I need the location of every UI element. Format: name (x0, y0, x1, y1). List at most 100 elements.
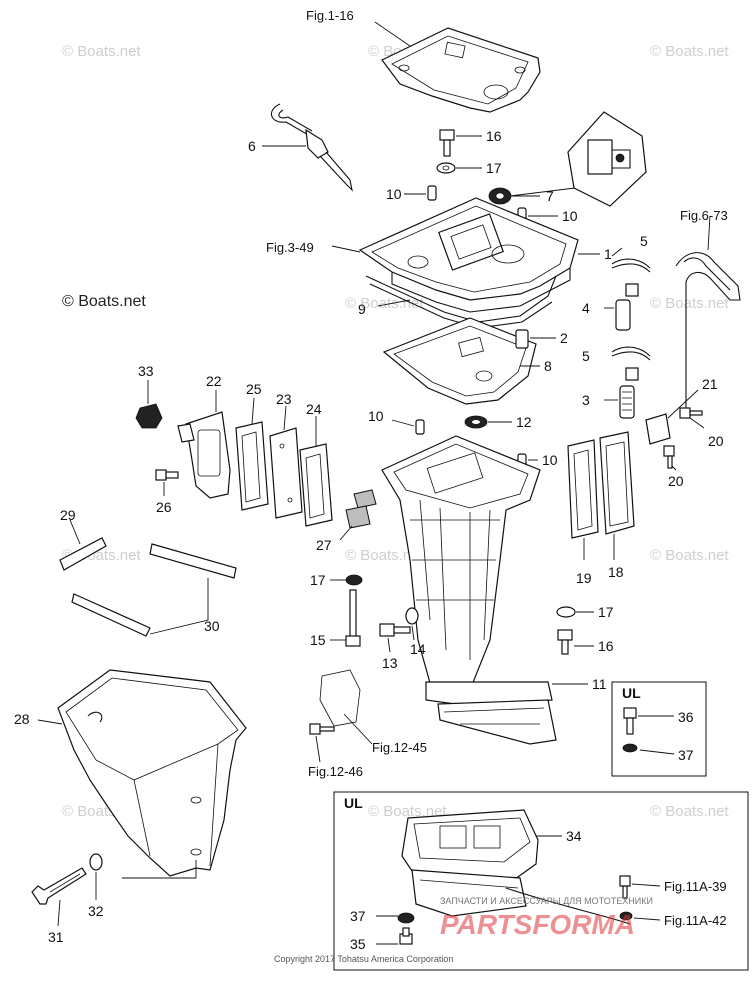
seal-strips-29-30 (59, 519, 237, 637)
upper-mount-housing (358, 197, 600, 313)
fig-3-49-leader (331, 245, 361, 253)
callout-2[interactable]: 2 (560, 330, 568, 346)
apron-28 (37, 669, 247, 877)
callout-4[interactable]: 4 (582, 300, 590, 316)
rubber-27 (339, 489, 377, 541)
dowel-10-mid-left (391, 419, 425, 435)
watermark: © Boats.net (345, 295, 424, 312)
ul-box-large-title: UL (344, 795, 363, 811)
ul-box-small (611, 681, 707, 777)
callout-20-upper[interactable]: 20 (708, 433, 724, 449)
callout-27[interactable]: 27 (316, 537, 332, 553)
seal-detail-inset (509, 111, 647, 207)
callout-11[interactable]: 11 (592, 676, 607, 692)
driveshaft-housing (381, 435, 588, 745)
main-watermark: © Boats.net (62, 293, 146, 310)
gasket-25 (235, 397, 269, 511)
grommet-21 (645, 389, 705, 471)
callout-25[interactable]: 25 (246, 381, 262, 397)
copyright-notice: Copyright 2017 Tohatsu America Corporati… (274, 954, 453, 964)
callout-5-top[interactable]: 5 (640, 233, 648, 249)
callout-1[interactable]: 1 (604, 246, 612, 262)
washer-12 (464, 415, 512, 429)
callout-8[interactable]: 8 (544, 358, 552, 374)
bracket-22 (177, 390, 231, 499)
callout-26[interactable]: 26 (156, 499, 172, 515)
callout-10-mid-right[interactable]: 10 (542, 452, 558, 468)
callout-33[interactable]: 33 (138, 363, 154, 379)
bolt-16-top (436, 129, 482, 174)
callout-20-lower[interactable]: 20 (668, 473, 684, 489)
callout-13[interactable]: 13 (382, 655, 398, 671)
callout-24[interactable]: 24 (306, 401, 322, 417)
callout-16-right[interactable]: 16 (598, 638, 614, 654)
callout-9[interactable]: 9 (358, 301, 366, 317)
ul-box-small-title: UL (622, 685, 641, 701)
fitting-26 (155, 469, 179, 496)
gasket-8 (382, 317, 540, 405)
bolt-13-group (379, 607, 419, 653)
callout-12[interactable]: 12 (516, 414, 532, 430)
partsforma-tagline: ЗАПЧАСТИ И АКСЕССУАРЫ ДЛЯ МОТОТЕХНИКИ (440, 896, 653, 906)
callout-10-left[interactable]: 10 (386, 186, 402, 202)
callout-21[interactable]: 21 (702, 376, 718, 392)
dowel-10-left (404, 185, 437, 201)
bolt-15-group (330, 574, 363, 647)
callout-29[interactable]: 29 (60, 507, 76, 523)
watermark: © Boats.net (650, 803, 729, 820)
callout-16-top[interactable]: 16 (486, 128, 502, 144)
dipstick (262, 103, 353, 192)
oil-seal-7 (488, 187, 540, 205)
callout-36[interactable]: 36 (678, 709, 694, 725)
fig-ref-1-16[interactable]: Fig.1-16 (306, 8, 354, 23)
plate-23 (269, 405, 303, 519)
watermark: © Boats.net (650, 295, 729, 312)
fig-12-45-part (309, 669, 373, 763)
callout-19[interactable]: 19 (576, 570, 592, 586)
fig-ref-12-45[interactable]: Fig.12-45 (372, 740, 427, 755)
callout-37-large-box[interactable]: 37 (350, 908, 366, 924)
fig-ref-12-46[interactable]: Fig.12-46 (308, 764, 363, 779)
callout-35[interactable]: 35 (350, 936, 366, 952)
callout-30[interactable]: 30 (204, 618, 220, 634)
fig-ref-3-49[interactable]: Fig.3-49 (266, 240, 314, 255)
callout-17-top[interactable]: 17 (486, 160, 502, 176)
callout-28[interactable]: 28 (14, 711, 30, 727)
callout-34[interactable]: 34 (566, 828, 582, 844)
watermark: © Boats.net (650, 547, 729, 564)
svg-text:PARTSFORMA: PARTSFORMA (440, 909, 635, 940)
callout-3[interactable]: 3 (582, 392, 590, 408)
callout-31[interactable]: 31 (48, 929, 64, 945)
top-gasket (374, 21, 541, 113)
bolt-31-washer-32 (31, 853, 197, 927)
collar-2 (515, 329, 556, 349)
cover-24 (299, 416, 333, 527)
gasket-19 (567, 439, 599, 560)
callout-7[interactable]: 7 (546, 188, 554, 204)
callout-5-bottom[interactable]: 5 (582, 348, 590, 364)
watermark: © Boats.net (345, 547, 424, 564)
callout-22[interactable]: 22 (206, 373, 222, 389)
callout-37-small-box[interactable]: 37 (678, 747, 694, 763)
callout-6[interactable]: 6 (248, 138, 256, 154)
fig-ref-6-73[interactable]: Fig.6-73 (680, 208, 728, 223)
watermark: © Boats.net (62, 43, 141, 60)
callout-14[interactable]: 14 (410, 641, 426, 657)
callout-10-mid-left[interactable]: 10 (368, 408, 384, 424)
callout-10-right[interactable]: 10 (562, 208, 578, 224)
fig-ref-11a-39[interactable]: Fig.11A-39 (664, 879, 727, 894)
watermark-group: © Boats.net © Boats.net © Boats.net © Bo… (62, 43, 729, 820)
partsforma-logo: ЗАПЧАСТИ И АКСЕССУАРЫ ДЛЯ МОТОТЕХНИКИ PA… (440, 896, 653, 940)
ul-box-large (333, 791, 749, 971)
fig-ref-11a-42[interactable]: Fig.11A-42 (664, 913, 727, 928)
callout-17-left[interactable]: 17 (310, 572, 326, 588)
callout-15[interactable]: 15 (310, 632, 326, 648)
cap-33 (135, 380, 163, 429)
callout-32[interactable]: 32 (88, 903, 104, 919)
callout-17-right[interactable]: 17 (598, 604, 614, 620)
callout-18[interactable]: 18 (608, 564, 624, 580)
side-cover-18 (599, 431, 635, 560)
callout-23[interactable]: 23 (276, 391, 292, 407)
